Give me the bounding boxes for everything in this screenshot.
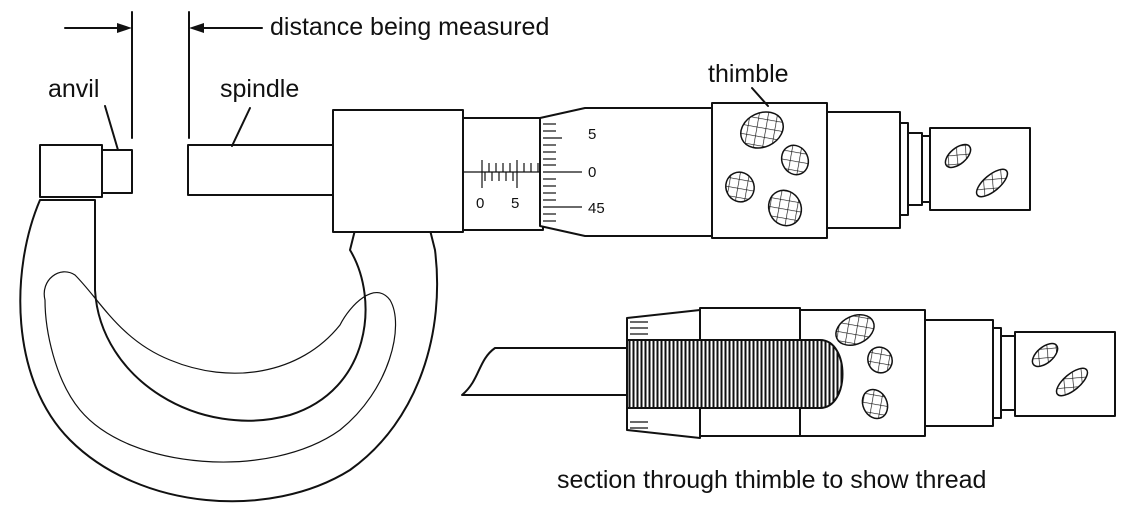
- spindle: [187, 144, 337, 196]
- spindle-label: spindle: [220, 75, 299, 103]
- thimble-scale-label-0: 0: [588, 164, 596, 181]
- section-view: [461, 307, 1116, 439]
- knurled-grip: [711, 102, 828, 239]
- thimble-scale-label-45: 45: [588, 200, 605, 217]
- sleeve-scale-label-0: 0: [476, 195, 484, 212]
- thimble-label: thimble: [708, 60, 789, 88]
- sleeve-scale-ticks: [481, 160, 539, 188]
- thimble-scale-label-5: 5: [588, 126, 596, 143]
- thimble: 5 0 45: [539, 107, 713, 237]
- distance-arrows: [64, 11, 263, 139]
- sleeve: [462, 117, 544, 231]
- screw-thread: [626, 339, 844, 409]
- thimble-leader: [751, 87, 769, 107]
- barrel: [332, 109, 464, 233]
- anvil: [39, 144, 133, 198]
- anvil-leader: [104, 105, 119, 151]
- thimble-graduations: [543, 123, 582, 222]
- distance-label: distance being measured: [270, 13, 549, 41]
- section-caption: section through thimble to show thread: [557, 466, 986, 494]
- micrometer-frame: [19, 199, 439, 503]
- ratchet: [826, 111, 1031, 229]
- sleeve-scale-label-5: 5: [511, 195, 519, 212]
- anvil-label: anvil: [48, 75, 99, 103]
- spindle-leader: [231, 107, 251, 147]
